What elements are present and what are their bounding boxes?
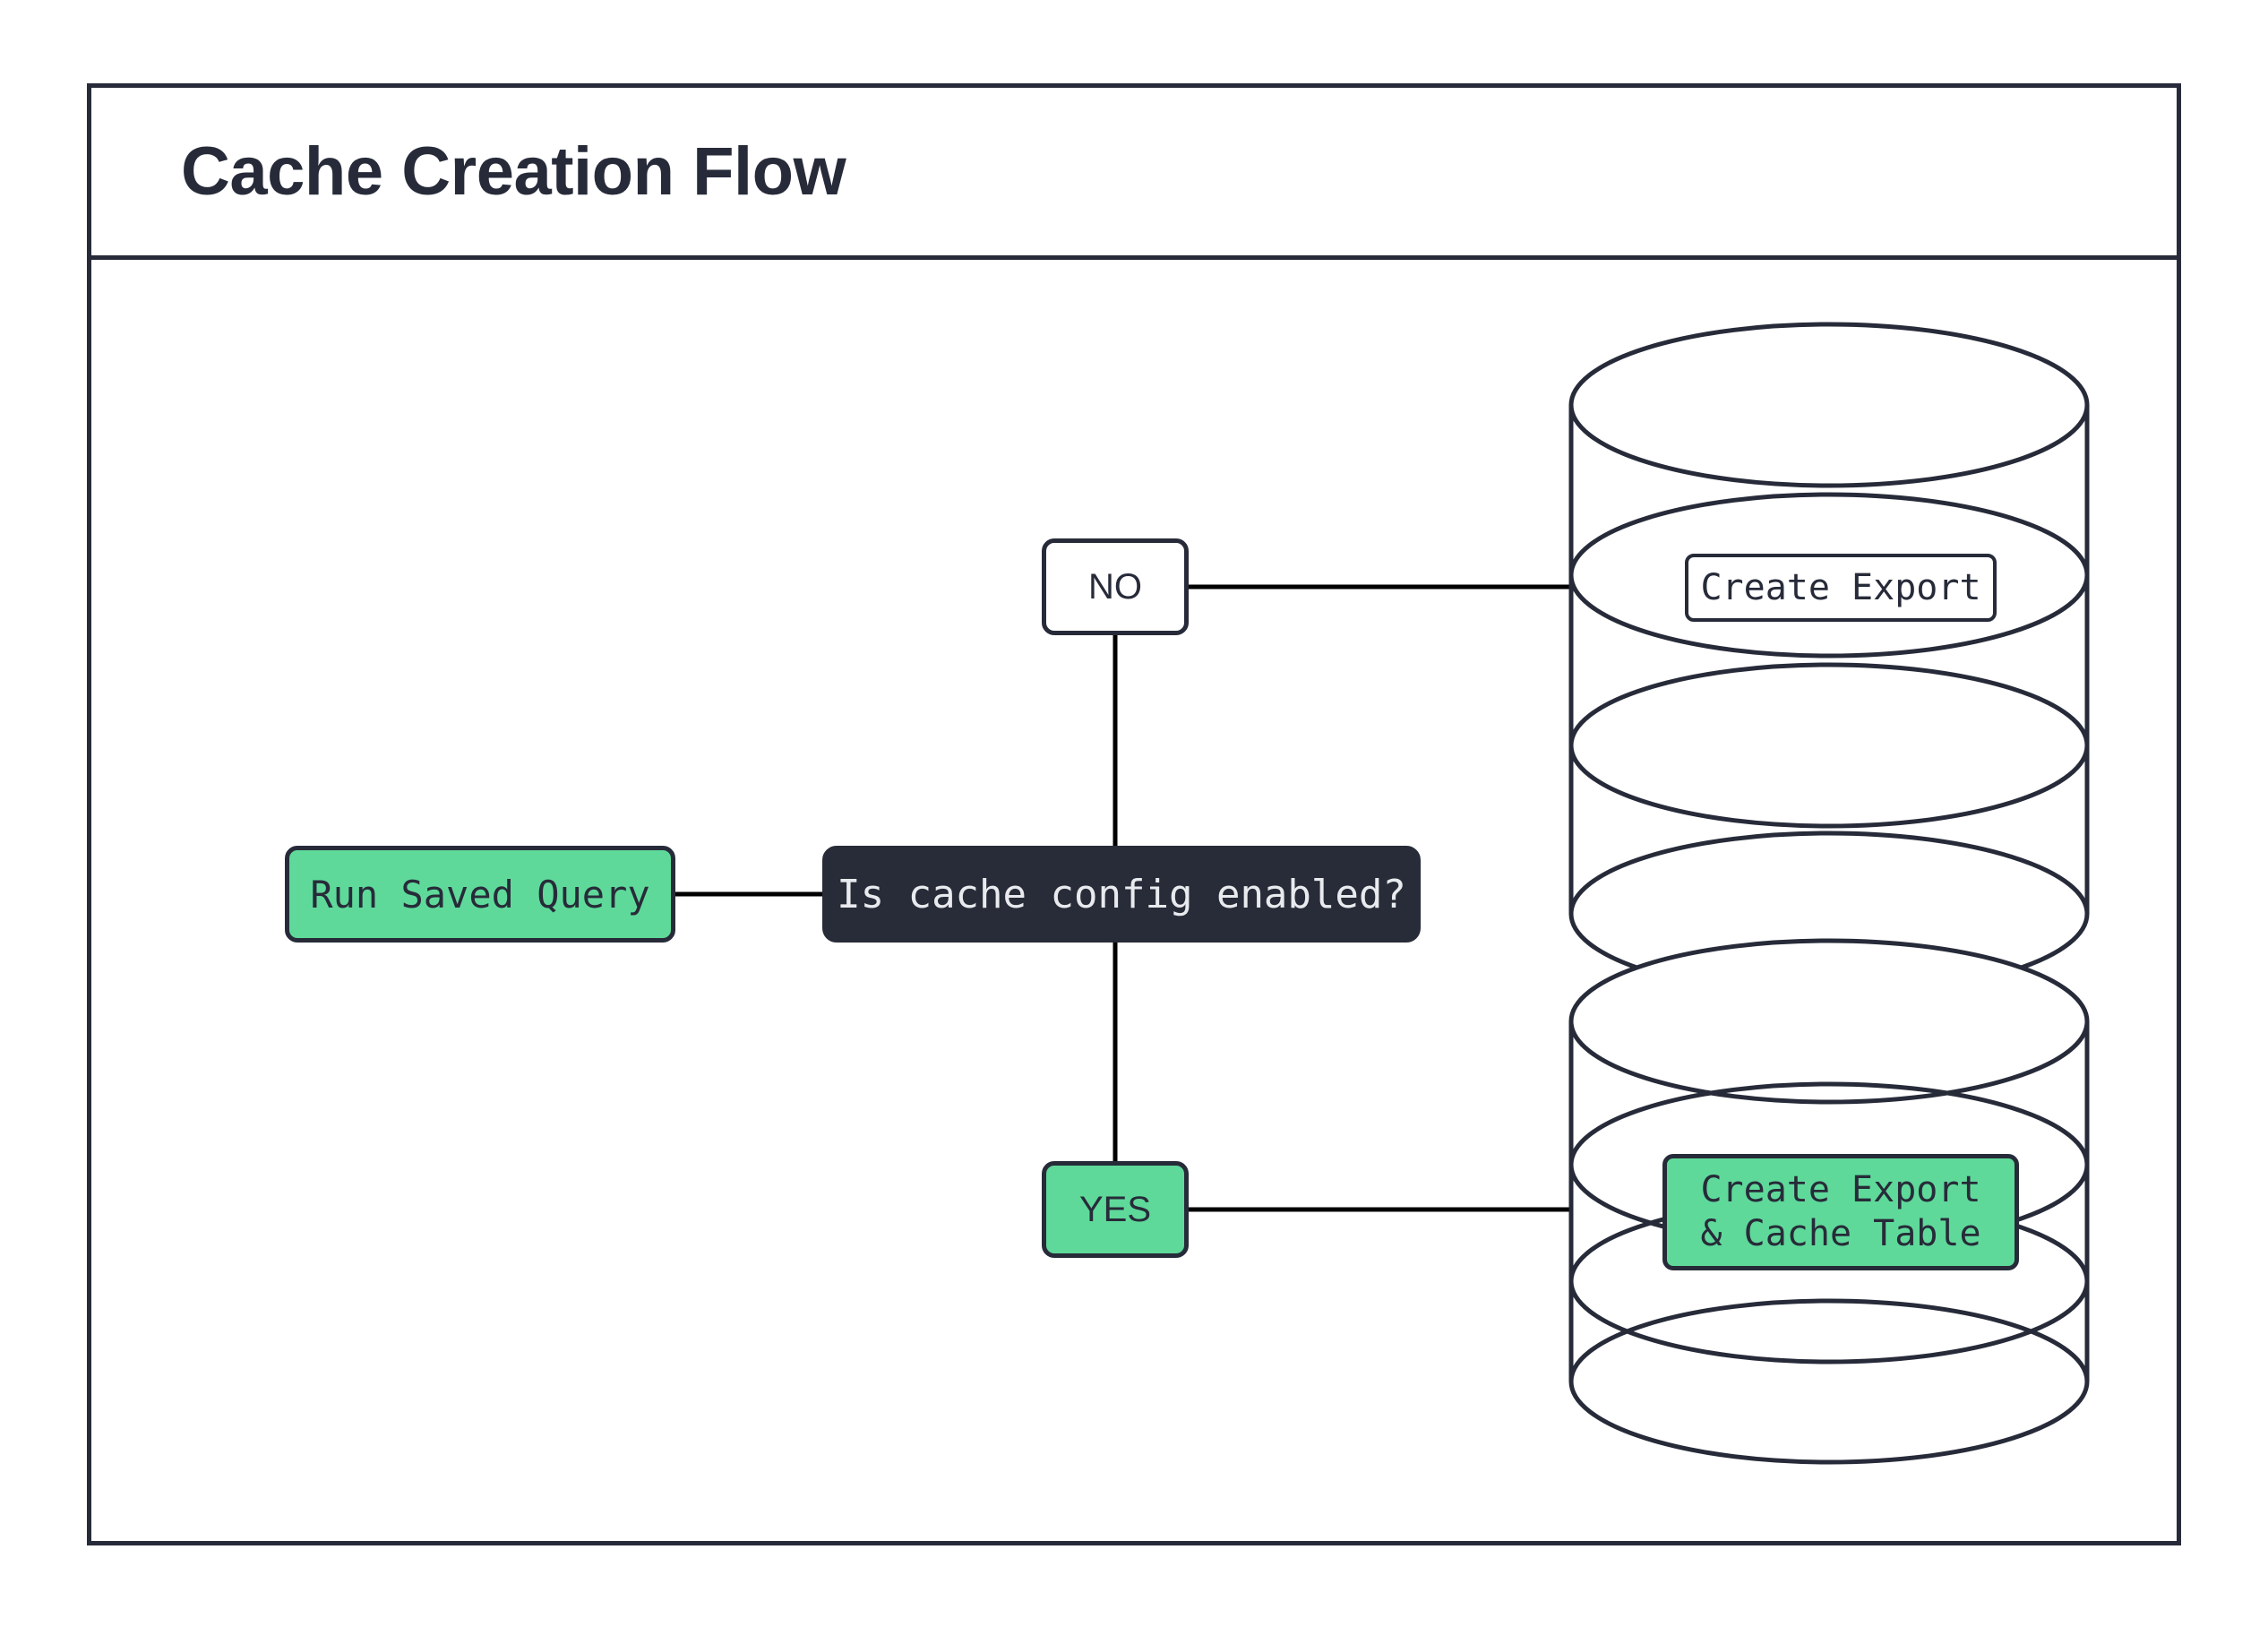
node-create-export-and-cache-table-line1: Create Export — [1700, 1169, 1981, 1211]
diagram-header: Cache Creation Flow — [91, 88, 2177, 260]
page-title: Cache Creation Flow — [181, 133, 846, 210]
node-decision-is-cache-config-enabled[interactable]: Is cache config enabled? — [822, 846, 1421, 943]
node-run-saved-query[interactable]: Run Saved Query — [285, 846, 675, 943]
node-create-export-and-cache-table[interactable]: Create Export & Cache Table — [1662, 1154, 2019, 1270]
diagram-frame: Cache Creation Flow — [87, 83, 2181, 1545]
edge-label-yes[interactable]: YES — [1042, 1161, 1189, 1258]
node-create-export-and-cache-table-line2: & Cache Table — [1700, 1213, 1981, 1254]
edge-label-no[interactable]: NO — [1042, 538, 1189, 635]
node-create-export[interactable]: Create Export — [1685, 554, 1997, 622]
